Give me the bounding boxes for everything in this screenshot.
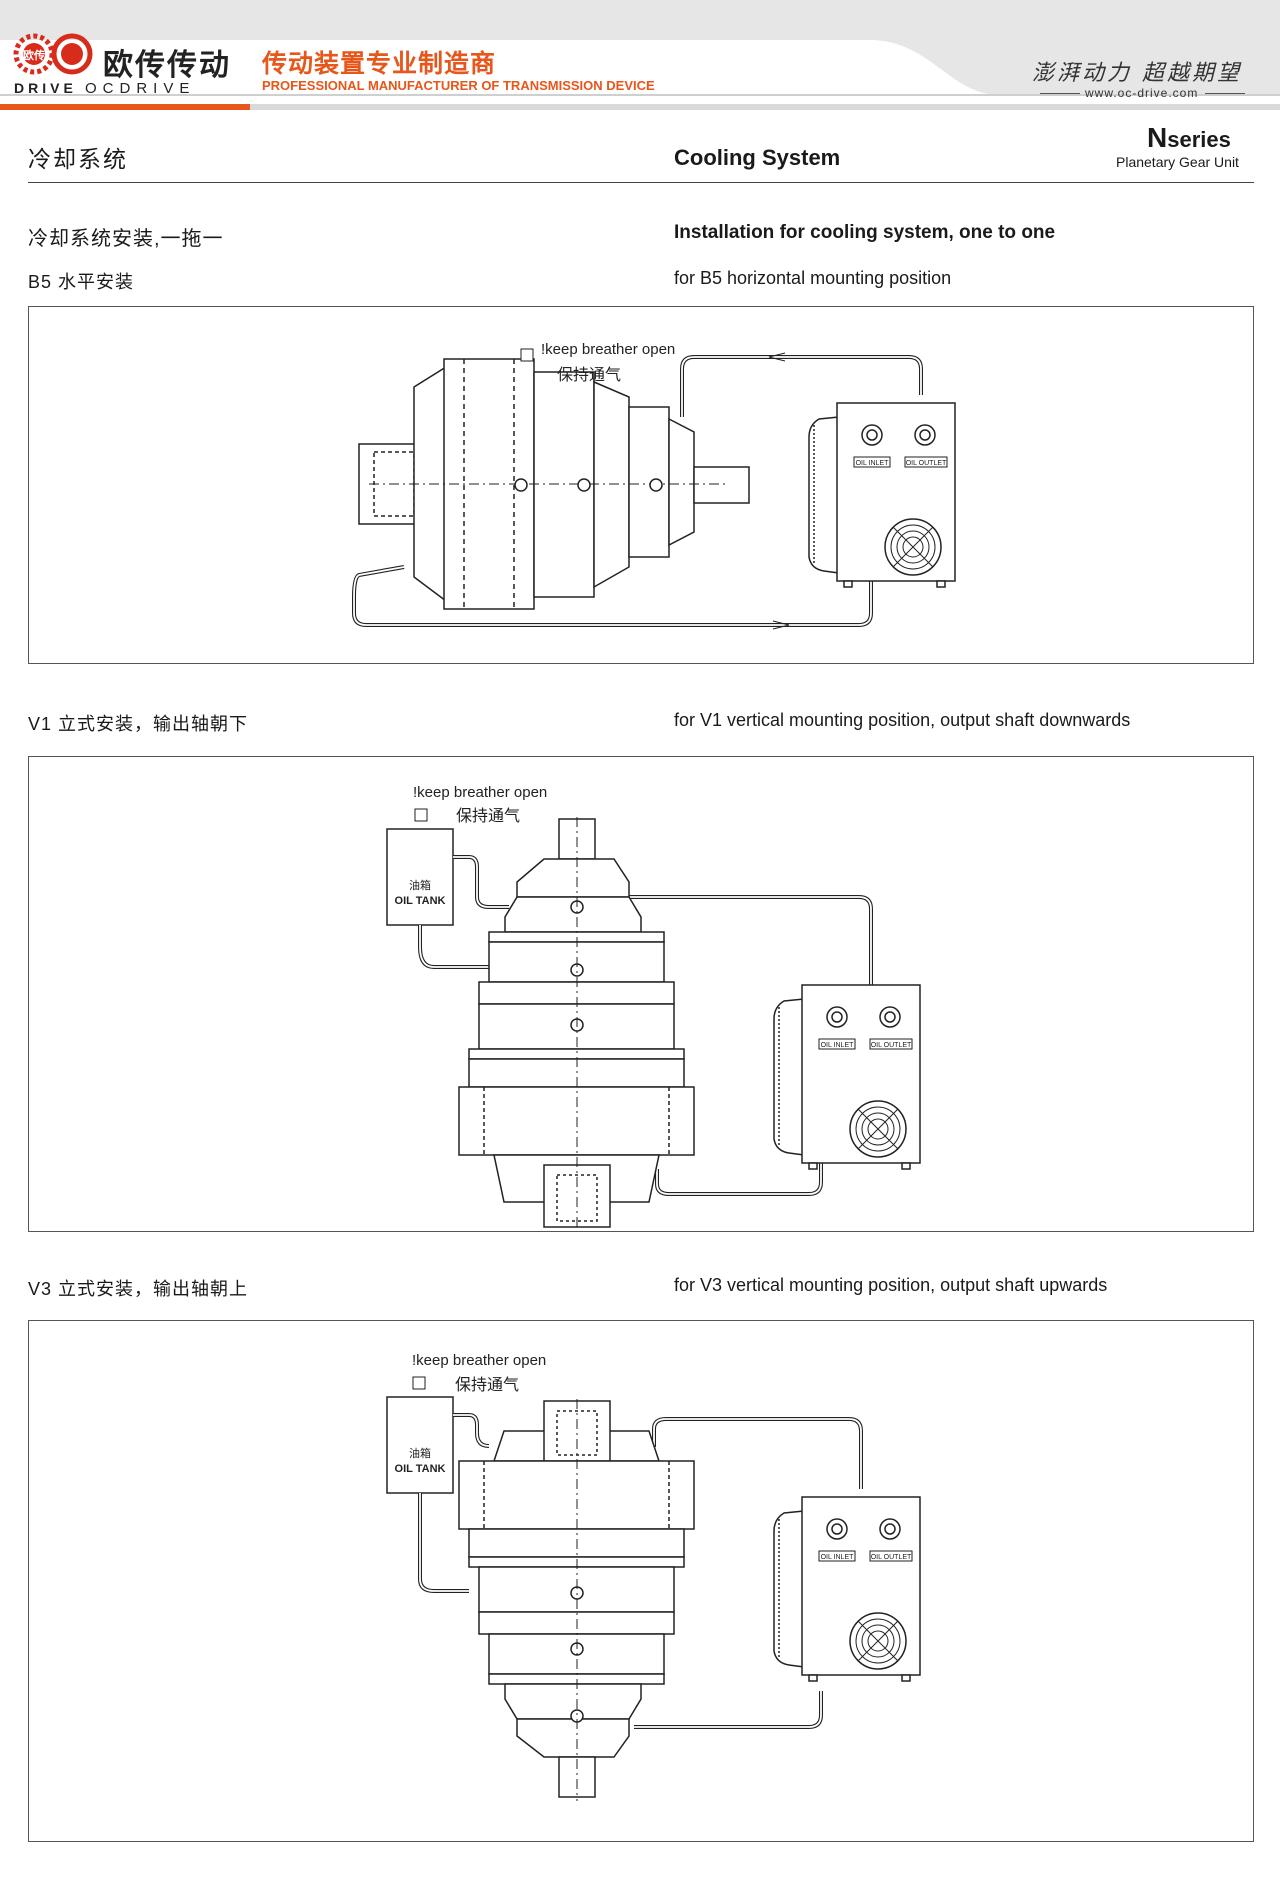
b5-label-cn: B5 水平安装	[28, 272, 135, 292]
website-rule-left	[1040, 93, 1080, 94]
b5-breather-note-cn: 保持通气	[557, 366, 621, 384]
v3-label-cn: V3 立式安装，输出轴朝上	[28, 1279, 249, 1299]
website-rule-right	[1205, 93, 1245, 94]
intro-en: Installation for cooling system, one to …	[674, 222, 1056, 243]
series-word: series	[1167, 127, 1231, 152]
v3-tank-label-cn: 油箱	[409, 1446, 431, 1460]
series-letter: N	[1147, 122, 1168, 153]
logo-mark-o: 欧传	[23, 48, 45, 62]
intro-cn: 冷却系统安装,一拖一	[28, 228, 224, 250]
b5-diagram-panel: !keep breather open 保持通气	[28, 306, 1254, 664]
v1-oil-tank	[386, 828, 454, 926]
section-title-cn: 冷却系统	[28, 146, 128, 172]
title-rule	[28, 182, 1254, 183]
series-title: Nseries	[1147, 122, 1231, 154]
v3-breather-icon	[412, 1376, 426, 1390]
brand-name-en-right: OCDRIVE	[85, 80, 196, 97]
v3-label-en: for V3 vertical mounting position, outpu…	[674, 1275, 1108, 1295]
v1-breather-note-en: !keep breather open	[413, 784, 547, 801]
v3-oil-outlet-label: OIL OUTLET	[871, 1554, 912, 1561]
brand-name-cn: 欧传传动	[103, 49, 231, 82]
v1-breather-icon	[414, 808, 428, 822]
v3-oil-tank	[386, 1396, 454, 1494]
v3-tank-label-en: OIL TANK	[395, 1463, 446, 1475]
brand-name-en-left: DRIVE	[14, 80, 77, 96]
b5-oil-inlet-label: OIL INLET	[856, 460, 890, 467]
v1-diagram-panel: !keep breather open 保持通气 油箱 OIL TANK	[28, 756, 1254, 1232]
b5-flow-arrow-bottom	[772, 620, 790, 630]
b5-oil-outlet-label: OIL OUTLET	[906, 460, 947, 467]
b5-output-shaft	[693, 466, 750, 504]
v3-diagram-panel: !keep breather open 保持通气 油箱 OIL TANK	[28, 1320, 1254, 1842]
b5-diagram: !keep breather open 保持通气	[352, 341, 956, 630]
v1-breather-note-cn: 保持通气	[456, 807, 520, 825]
v1-diagram: !keep breather open 保持通气 油箱 OIL TANK	[386, 784, 921, 1228]
b5-flow-arrow-top	[768, 352, 786, 362]
series-subtitle: Planetary Gear Unit	[1116, 154, 1239, 170]
v3-breather-note-en: !keep breather open	[412, 1352, 546, 1369]
v1-tank-label-en: OIL TANK	[395, 895, 446, 907]
v1-tank-label-cn: 油箱	[409, 878, 431, 892]
b5-breather-icon	[520, 348, 534, 362]
slogan: 澎湃动力 超越期望	[1032, 61, 1242, 86]
b5-breather-note-en: !keep breather open	[541, 341, 675, 358]
page-header: 欧传 欧传传动 DRIVE OCDRIVE 传动装置专业制造商 PROFESSI…	[0, 0, 1280, 112]
section-title-en: Cooling System	[674, 145, 841, 170]
v3-breather-note-cn: 保持通气	[455, 1376, 519, 1394]
v1-oil-outlet-label: OIL OUTLET	[871, 1042, 912, 1049]
header-background	[0, 0, 1280, 112]
b5-label-en: for B5 horizontal mounting position	[674, 268, 952, 288]
v1-oil-inlet-label: OIL INLET	[821, 1042, 855, 1049]
tagline-en: PROFESSIONAL MANUFACTURER OF TRANSMISSIO…	[262, 78, 655, 93]
company-logo: 欧传	[13, 33, 93, 75]
v1-label-cn: V1 立式安装，输出轴朝下	[28, 714, 249, 734]
website: www.oc-drive.com	[1085, 86, 1199, 100]
v3-oil-inlet-label: OIL INLET	[821, 1554, 855, 1561]
v3-diagram: !keep breather open 保持通气 油箱 OIL TANK	[386, 1352, 921, 1801]
tagline-cn: 传动装置专业制造商	[262, 50, 497, 78]
v1-label-en: for V1 vertical mounting position, outpu…	[674, 710, 1131, 730]
